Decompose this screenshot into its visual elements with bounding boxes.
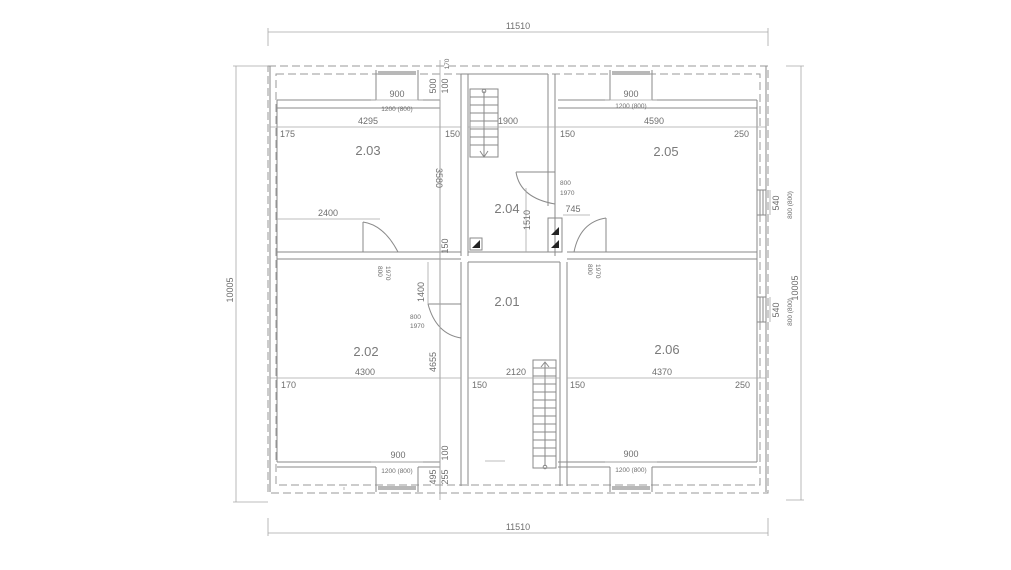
room-label-2-02: 2.02: [353, 344, 378, 359]
dim-right-window-upper-opening: 800 (800): [787, 191, 794, 219]
room-label-2-03: 2.03: [355, 143, 380, 158]
dim-window-top-left-width: 900: [389, 89, 404, 99]
door-2-04: [515, 171, 556, 205]
dim-window-bottom-right-width: 900: [623, 449, 638, 459]
dim-door-2-03-width: 800: [376, 266, 383, 277]
door-2-02: [427, 303, 462, 339]
room-label-2-06: 2.06: [654, 342, 679, 357]
room-label-2-01: 2.01: [494, 294, 519, 309]
window-right-lower: [757, 296, 766, 323]
dim-bottom-window-depth: 495: [428, 469, 438, 484]
dim-door-2-05-height: 1970: [594, 264, 601, 279]
window-bottom-left: [378, 486, 416, 490]
interior-dimension-lines: [270, 60, 771, 500]
window-top-left: [378, 71, 416, 75]
dim-door-2-03-height: 1970: [384, 266, 391, 281]
dim-top-offset: 170: [444, 58, 451, 69]
dim-room-2-03-width: 4295: [358, 116, 378, 126]
door-2-03: [362, 221, 399, 253]
eave-outline: [267, 65, 769, 494]
dim-room-2-06-left-wall: 150: [570, 380, 585, 390]
overall-height-right-label: 10005: [790, 275, 800, 300]
dim-room-2-03-door-offset: 2400: [318, 208, 338, 218]
overall-dimension-right: 10005: [786, 65, 804, 501]
dim-room-2-02-door-offset: 1400: [416, 282, 426, 302]
window-right-upper: [757, 189, 766, 216]
dim-room-2-01-width: 2120: [506, 367, 526, 377]
dim-room-2-03-depth: 3580: [434, 168, 444, 188]
vent-icon: [472, 240, 480, 248]
dim-room-2-04-depth: 1510: [522, 210, 532, 230]
dim-room-2-05-width: 4590: [644, 116, 664, 126]
room-label-2-05: 2.05: [653, 144, 678, 159]
dim-room-2-06-width: 4370: [652, 367, 672, 377]
dim-door-2-05-width: 800: [586, 264, 593, 275]
dim-window-bottom-right-opening: 1200 (800): [615, 467, 646, 474]
dim-top-wall: 100: [440, 78, 450, 93]
vent-icon: [551, 240, 559, 248]
dim-door-2-04-height: 1970: [560, 190, 575, 197]
dim-door-offset-745: 745: [565, 204, 580, 214]
dim-room-2-02-left-wall: 170: [281, 380, 296, 390]
windows: [378, 71, 766, 490]
window-top-right: [612, 71, 650, 75]
dim-top-window-depth: 500: [428, 78, 438, 93]
overall-dimension-left: 10005: [225, 65, 268, 503]
dim-window-top-left-opening: 1200 (800): [381, 106, 412, 113]
vent-icon: [551, 227, 559, 235]
dim-stair-hall-width: 1900: [498, 116, 518, 126]
dim-door-2-02-width: 800: [410, 314, 421, 321]
stair-lower: [532, 359, 557, 470]
overall-dimension-top: 11510: [267, 21, 769, 46]
dim-room-2-02-width: 4300: [355, 367, 375, 377]
dim-window-bottom-left-opening: 1200 (800): [381, 468, 412, 475]
dim-door-2-04-width: 800: [560, 180, 571, 187]
dim-bottom-wall: 100: [440, 445, 450, 460]
dim-room-2-02-depth: 4655: [428, 352, 438, 372]
dim-room-2-06-right-wall: 250: [735, 380, 750, 390]
overall-dimension-bottom: 11510: [267, 518, 769, 536]
dim-window-bottom-left-width: 900: [390, 450, 405, 460]
overall-height-left-label: 10005: [225, 277, 235, 302]
vent-icons: [472, 227, 559, 248]
dim-right-window-lower-width: 540: [771, 302, 781, 317]
dim-right-window-upper-width: 540: [771, 195, 781, 210]
dim-room-2-03-left-wall: 175: [280, 129, 295, 139]
walls: [269, 66, 767, 492]
dim-room-2-01-left-wall: 150: [472, 380, 487, 390]
stair-upper: [469, 88, 499, 158]
door-2-05: [573, 217, 607, 253]
dim-bottom-offset: 255: [440, 469, 450, 484]
dim-door-2-02-height: 1970: [410, 323, 425, 330]
overall-width-bottom-label: 11510: [506, 522, 530, 532]
dim-window-top-right-opening: 1200 (800): [615, 103, 646, 110]
dim-window-top-right-width: 900: [623, 89, 638, 99]
overall-width-top-label: 11510: [506, 21, 530, 31]
dim-right-window-lower-opening: 800 (800): [787, 298, 794, 326]
dim-room-2-05-left-wall: 150: [560, 129, 575, 139]
dim-room-2-03-right-wall: 150: [445, 129, 460, 139]
dim-room-2-05-right-wall: 250: [734, 129, 749, 139]
window-bottom-right: [612, 486, 650, 490]
room-label-2-04: 2.04: [494, 201, 519, 216]
dim-partition-150: 150: [440, 238, 450, 253]
